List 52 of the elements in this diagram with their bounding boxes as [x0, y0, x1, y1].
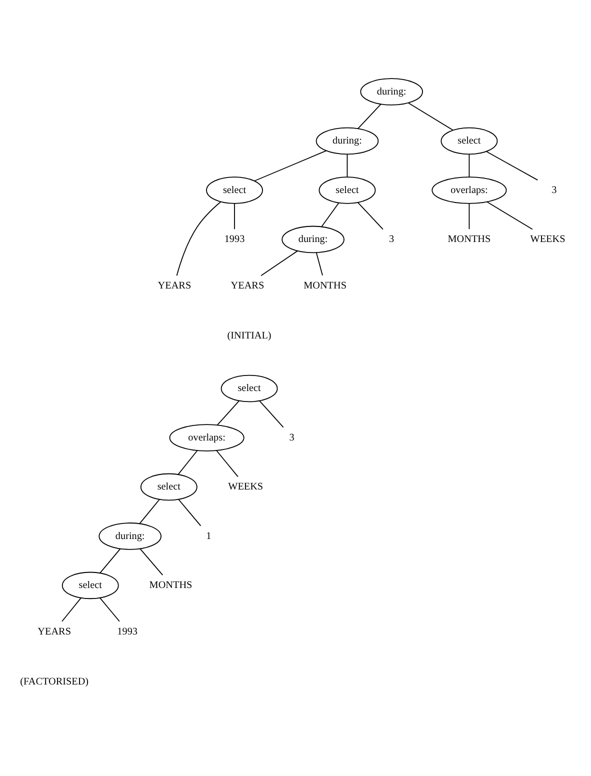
node-ellipse: select [62, 571, 119, 599]
connector [486, 200, 533, 230]
connector [316, 252, 323, 276]
connector [234, 202, 235, 230]
connector [486, 150, 538, 180]
node-ellipse: select [140, 472, 198, 500]
label: (INITIAL) [227, 330, 272, 341]
node-text: MONTHS [448, 234, 491, 245]
connector [468, 153, 470, 177]
connector [321, 202, 340, 227]
node-text: 1 [206, 530, 212, 542]
node-text: 3 [552, 184, 557, 196]
node-text: YEARS [38, 626, 71, 637]
connector [357, 103, 382, 129]
connector [254, 150, 327, 181]
node-ellipse: during: [98, 522, 162, 550]
connector [408, 102, 454, 130]
node-text: WEEKS [228, 481, 264, 492]
node-text: 3 [289, 432, 294, 443]
node-ellipse: select [206, 176, 263, 204]
connector [357, 201, 384, 230]
connector [178, 450, 198, 475]
node-ellipse: during: [282, 225, 344, 253]
connector [99, 596, 120, 622]
node-ellipse: during: [360, 78, 423, 105]
node-ellipse: select [440, 126, 498, 154]
connector [346, 153, 348, 177]
node-ellipse: select [220, 374, 278, 402]
connector [178, 498, 202, 526]
node-text: YEARS [158, 280, 192, 291]
node-text: YEARS [230, 280, 264, 291]
node-ellipse: select [318, 176, 376, 204]
connector [139, 548, 164, 576]
connector [260, 250, 298, 276]
node-text: 3 [389, 234, 394, 245]
connector [216, 400, 240, 426]
node-ellipse: overlaps: [169, 424, 244, 451]
connector [216, 449, 238, 477]
node-ellipse: overlaps: [432, 176, 507, 204]
node-text: 1993 [224, 234, 245, 245]
label: (FACTORISED) [20, 676, 89, 687]
node-text: 1993 [117, 626, 138, 637]
connector [62, 596, 82, 622]
connector [139, 498, 160, 524]
connector [100, 548, 121, 573]
node-text: MONTHS [149, 580, 192, 591]
node-text: WEEKS [530, 234, 566, 245]
connector [468, 202, 470, 230]
connector [259, 400, 284, 428]
connector [176, 200, 222, 276]
node-text: MONTHS [304, 280, 347, 291]
node-ellipse: during: [316, 126, 379, 154]
